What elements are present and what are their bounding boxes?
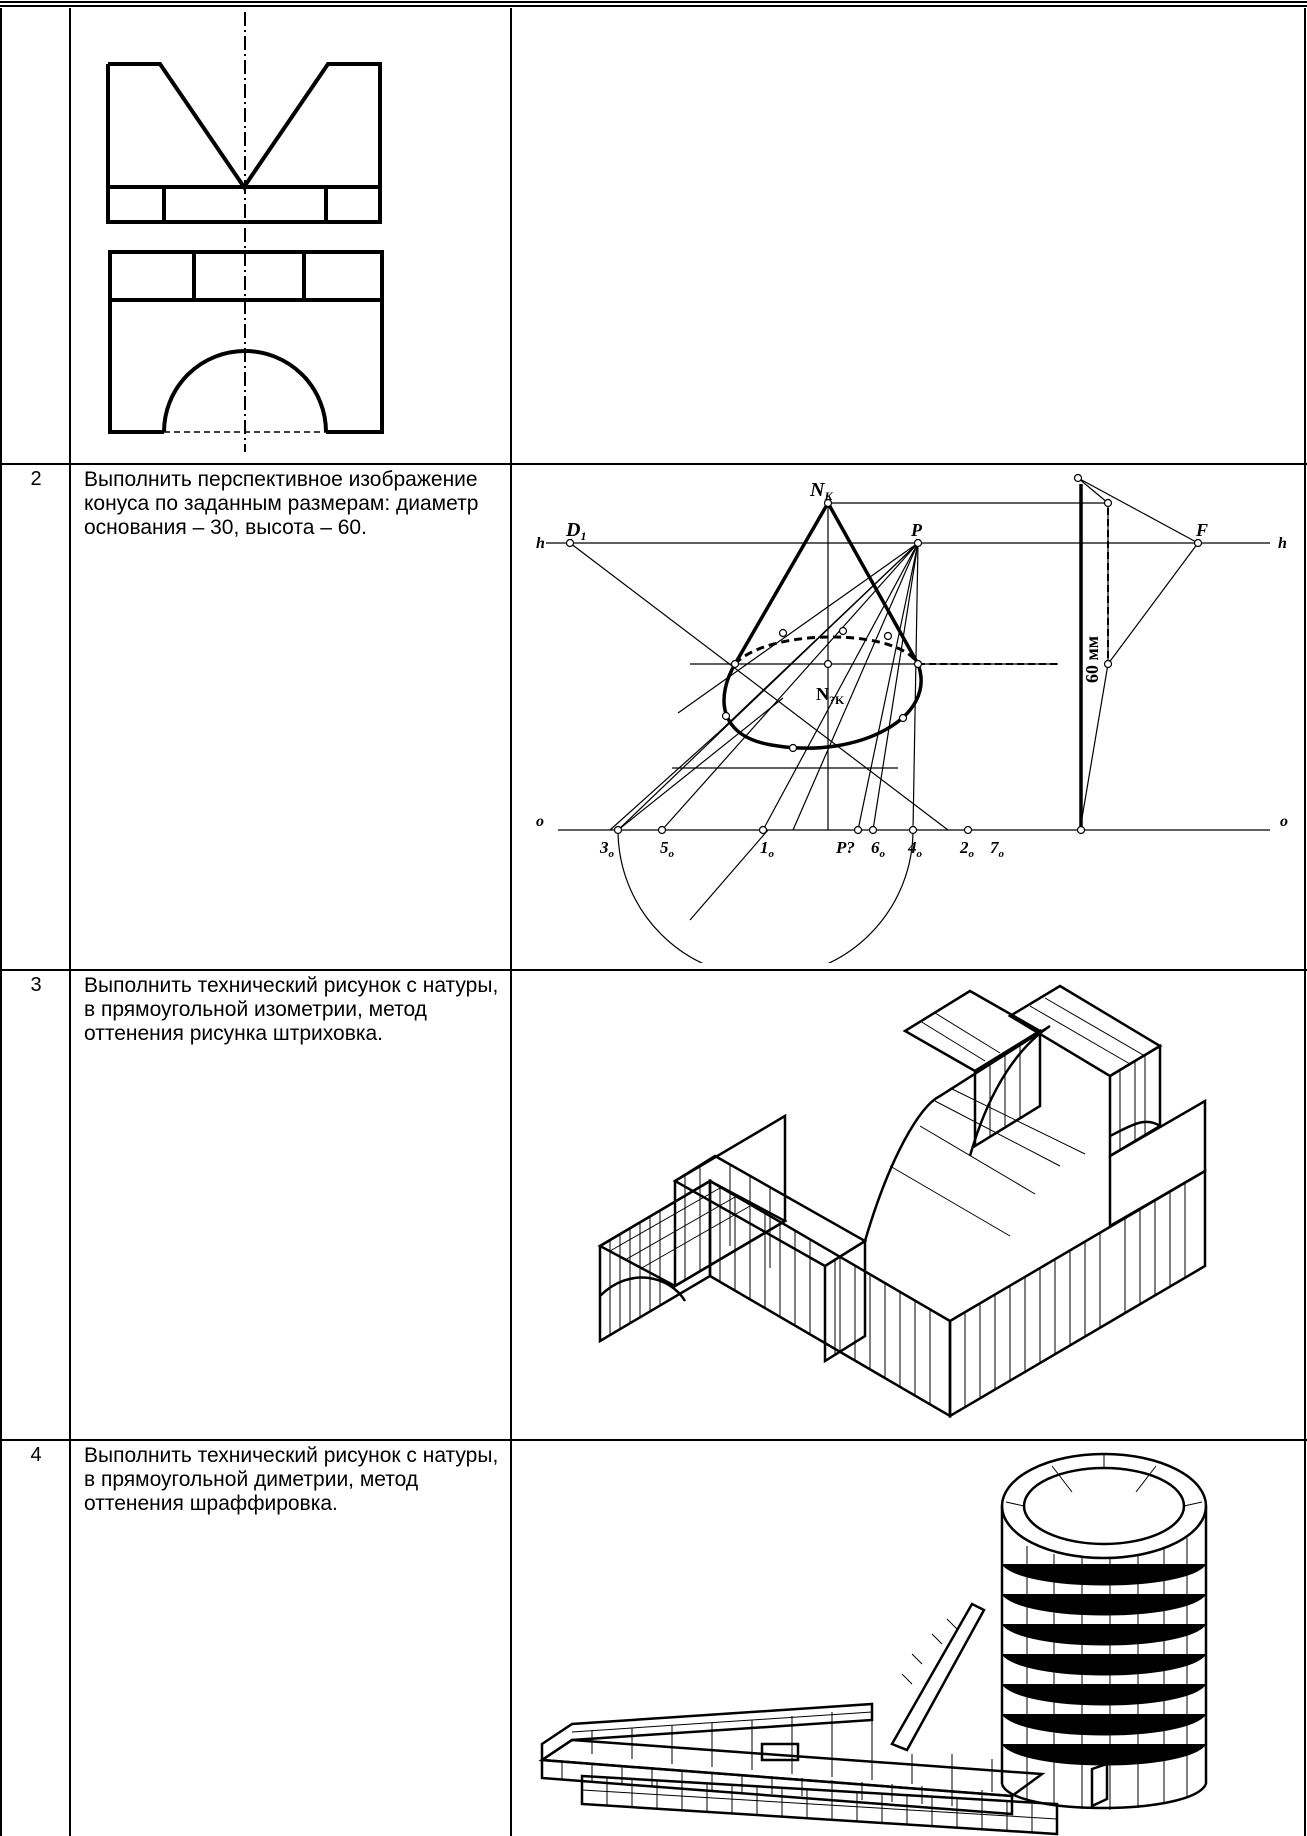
row-divider-1 bbox=[0, 463, 1307, 465]
label-7o: 7o bbox=[990, 838, 1005, 860]
orthographic-views-drawing bbox=[106, 12, 384, 452]
label-4o: 4o bbox=[907, 838, 923, 860]
label-p-projection: P? bbox=[835, 838, 855, 857]
label-2o: 2o bbox=[959, 838, 975, 860]
label-5o: 5o bbox=[660, 838, 675, 860]
label-f: F bbox=[1195, 520, 1208, 540]
task-table: 2 Выполнить перспективное изображение ко… bbox=[0, 8, 1307, 1836]
row-number: 3 bbox=[30, 974, 42, 996]
task-description: Выполнить технический рисунок с натуры, … bbox=[84, 1444, 499, 1515]
dimetric-shaded-part-drawing bbox=[538, 1452, 1208, 1836]
label-o-right: o bbox=[1280, 813, 1288, 830]
top-double-border bbox=[0, 0, 1307, 8]
table-col-divider-number bbox=[69, 8, 71, 1836]
row-number: 4 bbox=[30, 1444, 42, 1466]
row-number: 2 bbox=[30, 468, 42, 490]
label-6o: 6o bbox=[871, 838, 886, 860]
task-description: Выполнить технический рисунок с натуры, … bbox=[84, 974, 499, 1045]
cone-perspective-drawing: h h o o D1 NK P F N?K 60 мм 3o 5o 1o P? … bbox=[536, 473, 1288, 963]
label-nk: NK bbox=[809, 479, 833, 503]
label-p: P bbox=[910, 520, 923, 540]
label-h-right: h bbox=[1278, 535, 1287, 552]
table-col-divider-figure bbox=[510, 8, 512, 1836]
label-h-left: h bbox=[536, 535, 545, 552]
row-divider-3 bbox=[0, 1439, 1307, 1441]
dimension-60mm: 60 мм bbox=[1082, 636, 1102, 683]
label-d1: D1 bbox=[565, 519, 586, 543]
table-border-right bbox=[1304, 8, 1306, 1836]
isometric-hatched-part-drawing bbox=[597, 984, 1207, 1419]
task-description: Выполнить перспективное изображение кону… bbox=[84, 468, 479, 539]
label-1o: 1o bbox=[760, 838, 775, 860]
label-nk-projection: N?K bbox=[816, 684, 845, 707]
label-o-left: o bbox=[536, 813, 544, 830]
table-border-left bbox=[0, 8, 2, 1836]
row-divider-2 bbox=[0, 969, 1307, 971]
label-3o: 3o bbox=[599, 838, 615, 860]
